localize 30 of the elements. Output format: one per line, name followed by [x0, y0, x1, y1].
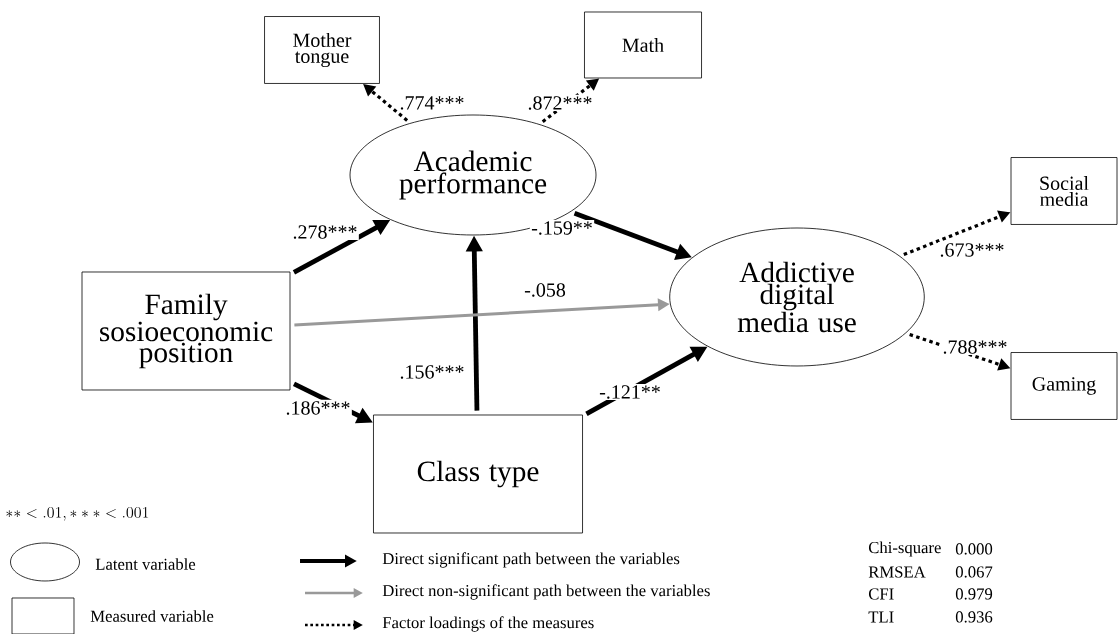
edge-label: -.159**	[529, 219, 595, 237]
fit-statistic-label: CFI	[868, 588, 894, 600]
measured-variable-box: Family sosioeconomic position	[81, 271, 291, 391]
edge-label: .774***	[398, 94, 466, 112]
measured-variable-box: Mother tongue	[264, 16, 380, 84]
edge-label: .186***	[284, 399, 352, 417]
legend-text: Direct significant path between the variables	[382, 552, 680, 568]
fit-statistic-value: 0.000	[955, 543, 993, 555]
measured-variable-box: Math	[584, 11, 702, 79]
edge-label: .872***	[526, 94, 594, 112]
legend-text: Direct non-significant path between the variables	[382, 584, 710, 600]
edge-label: -.121**	[597, 383, 663, 401]
fit-statistic-label: RMSEA	[868, 566, 926, 578]
edge-label: .278***	[291, 223, 359, 241]
fit-statistic-label: Chi-square	[868, 541, 941, 557]
edge-label: -.058	[522, 281, 568, 299]
fit-statistic-value: 0.936	[955, 611, 993, 623]
measured-variable-box: Social media	[1010, 157, 1118, 225]
fit-statistic-value: 0.067	[955, 566, 993, 578]
edge-label: .673***	[938, 241, 1006, 259]
edge-label: .788***	[941, 338, 1009, 356]
legend-text: Latent variable	[95, 558, 196, 570]
fit-statistic-label: TLI	[868, 611, 894, 623]
measured-variable-box: Class type	[373, 414, 583, 534]
measured-variable-box: Gaming	[1010, 352, 1118, 420]
significance-note: $**<.01, ***<.001$	[6, 506, 149, 521]
legend-text: Measured variable	[90, 610, 214, 622]
edge-label: .156***	[398, 363, 466, 381]
fit-statistic-value: 0.979	[955, 588, 993, 600]
legend-text: Factor loadings of the measures	[382, 616, 594, 632]
